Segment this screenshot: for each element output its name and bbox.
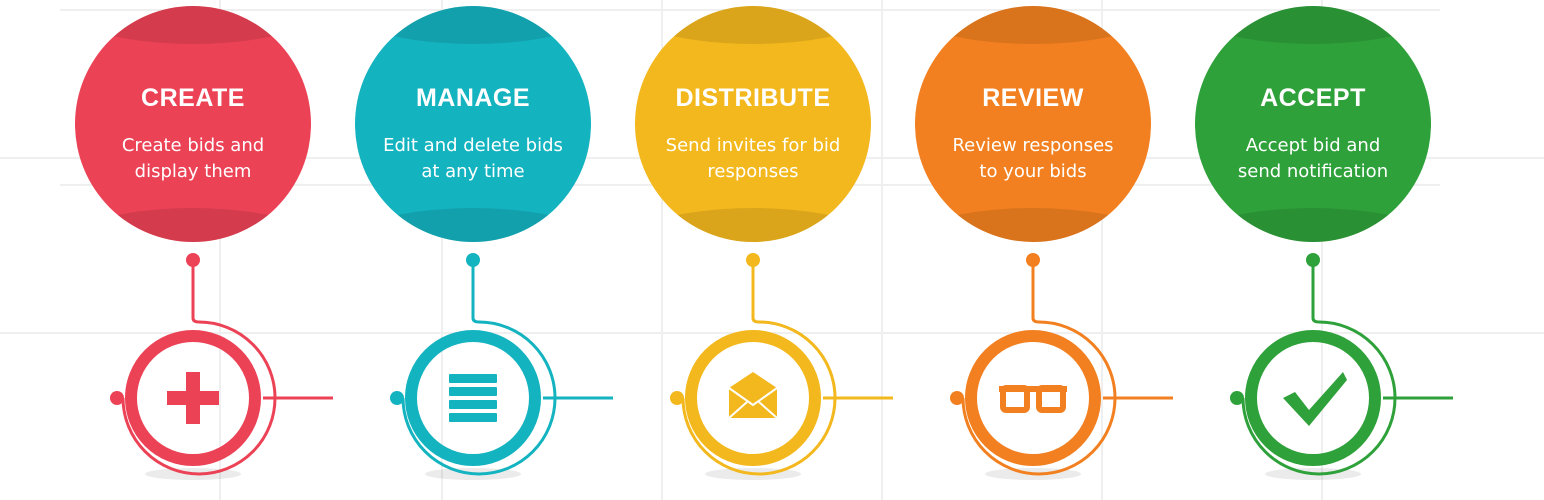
step-title: CREATE [141,84,245,112]
step-bubble: CREATE Create bids and display them [75,6,311,242]
step-title: ACCEPT [1260,84,1366,112]
step-connector [110,253,333,480]
step-create: CREATE Create bids and display them [53,0,333,500]
step-manage: MANAGE Edit and delete bids at any time [333,0,613,500]
step-bubble: DISTRIBUTE Send invites for bid response… [635,6,871,242]
envelope-icon [728,372,778,419]
step-description: Review responses to your bids [952,135,1114,182]
step-bubble: REVIEW Review responses to your bids [915,6,1151,242]
step-bubble: ACCEPT Accept bid and send notification [1195,6,1431,242]
step-connector [390,253,613,480]
step-title: DISTRIBUTE [675,84,831,112]
step-description: Accept bid and send notification [1237,135,1389,182]
step-description: Edit and delete bids at any time [383,135,563,182]
step-connector [1230,253,1453,480]
checkmark-icon [1283,372,1347,426]
step-bubble: MANAGE Edit and delete bids at any time [355,6,591,242]
list-icon [449,374,497,422]
step-accept: ACCEPT Accept bid and send notification [1173,0,1453,500]
step-connector [950,253,1173,480]
step-title: REVIEW [982,84,1084,112]
step-description: Send invites for bid responses [665,135,841,182]
glasses-icon [999,385,1067,413]
step-review: REVIEW Review responses to your bids [893,0,1173,500]
step-description: Create bids and display them [121,135,265,182]
step-title: MANAGE [415,84,531,112]
plus-icon [167,372,219,424]
step-connector [670,253,893,480]
step-distribute: DISTRIBUTE Send invites for bid response… [613,0,893,500]
